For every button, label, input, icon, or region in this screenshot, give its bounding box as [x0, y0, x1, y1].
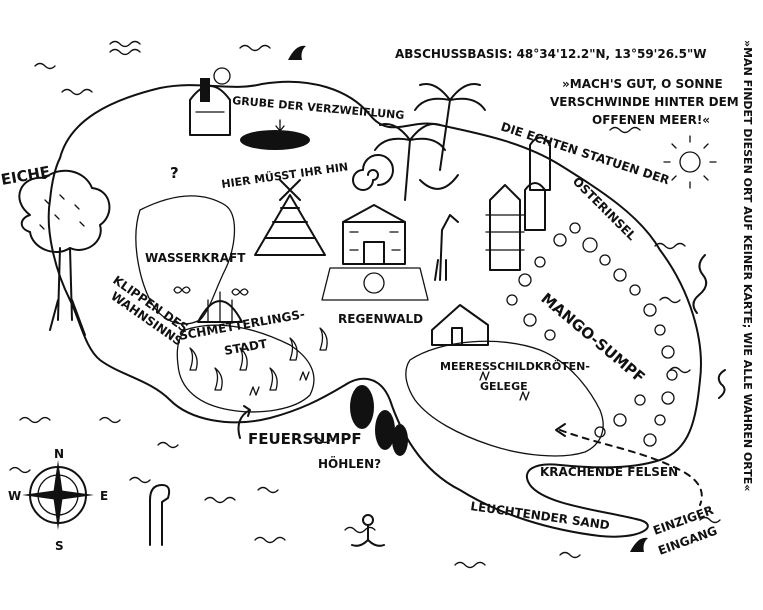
pagoda-icon	[485, 184, 525, 271]
pyramid-icon	[254, 194, 326, 256]
sun-icon	[663, 135, 717, 189]
compass-east: E	[100, 489, 108, 503]
butterfly-icon	[173, 286, 249, 296]
moai-statue-icon	[524, 136, 551, 231]
butterfly-dome-icon	[197, 291, 243, 323]
giraffe-icon	[434, 214, 459, 281]
compass-rose-icon	[22, 460, 94, 530]
compass-west: W	[8, 489, 21, 503]
palm-tree-icon	[414, 83, 486, 171]
label-turtles-line1: MEERESSCHILDKRÖTEN-	[440, 359, 590, 373]
grass-tufts	[249, 371, 530, 401]
label-quote-line3: OFFENEN MEER!«	[592, 113, 710, 127]
fire-swamp-arrow	[237, 405, 251, 439]
label-quote-line1: »MACH'S GUT, O SONNE	[562, 77, 723, 91]
observatory-icon	[189, 67, 231, 136]
entrance-arrow	[555, 423, 566, 437]
label-quote-line2: VERSCHWINDE HINTER DEM	[550, 95, 739, 109]
label-here: HIER MÜSST IHR HIN	[220, 159, 348, 191]
pit-of-despair	[240, 130, 310, 150]
label-pit: GRUBE DER VERZWEIFLUNG	[232, 94, 405, 122]
label-turtles-line2: GELEGE	[480, 380, 528, 393]
label-rocks: KRACHENDE FELSEN	[540, 465, 678, 479]
island-outline	[47, 80, 702, 538]
fire-icon	[189, 327, 328, 391]
label-rainforest: REGENWALD	[338, 312, 423, 326]
inner-ridge	[135, 195, 236, 325]
hut-icon	[431, 304, 489, 346]
label-statues-line2: OSTERINSEL	[570, 174, 639, 243]
label-waterpower: WASSERKRAFT	[145, 251, 246, 265]
label-caves: HÖHLEN?	[318, 456, 381, 471]
palace-icon	[342, 204, 406, 265]
garden-plaza	[321, 267, 429, 301]
shark-fin-icon	[630, 537, 648, 552]
mango-swamp-texture	[506, 222, 678, 447]
sea-waves	[9, 40, 721, 569]
windmill-icon	[279, 179, 301, 201]
label-butterfly-line1: SCHMETTERLINGS-	[178, 307, 306, 343]
banana-icon	[419, 174, 459, 190]
loch-ness-monster-icon	[149, 484, 171, 546]
beach-outline	[405, 340, 604, 457]
palm-tree-icon	[374, 123, 446, 201]
label-statues-line1: DIE ECHTEN STATUEN DER	[499, 120, 671, 188]
fire-swamp-boundary	[176, 324, 315, 413]
label-fire-swamp: FEUERSUMPF	[248, 430, 362, 448]
entrance-path	[559, 429, 703, 506]
label-sand: LEUCHTENDER SAND	[470, 499, 611, 532]
compass-south: S	[55, 539, 64, 553]
pit-arrow	[275, 119, 285, 132]
label-oak: EICHE	[0, 163, 52, 189]
compass-north: N	[54, 447, 64, 461]
caves-icon	[350, 385, 408, 456]
spiral-icon	[352, 154, 394, 191]
sea-serpent-icon	[692, 254, 708, 314]
label-coordinates: ABSCHUSSBASIS: 48°34'12.2"N, 13°59'26.5"…	[395, 47, 706, 61]
shark-fin-icon	[288, 45, 306, 60]
garden-fountain	[363, 272, 385, 294]
label-side-note: »MAN FINDET DIESEN ORT AUF KEINER KARTE;…	[741, 40, 754, 491]
sea-serpent-icon	[717, 369, 726, 399]
label-question-mark: ?	[170, 164, 179, 182]
oak-tree-icon	[18, 169, 111, 336]
mermaid-icon	[351, 514, 385, 547]
